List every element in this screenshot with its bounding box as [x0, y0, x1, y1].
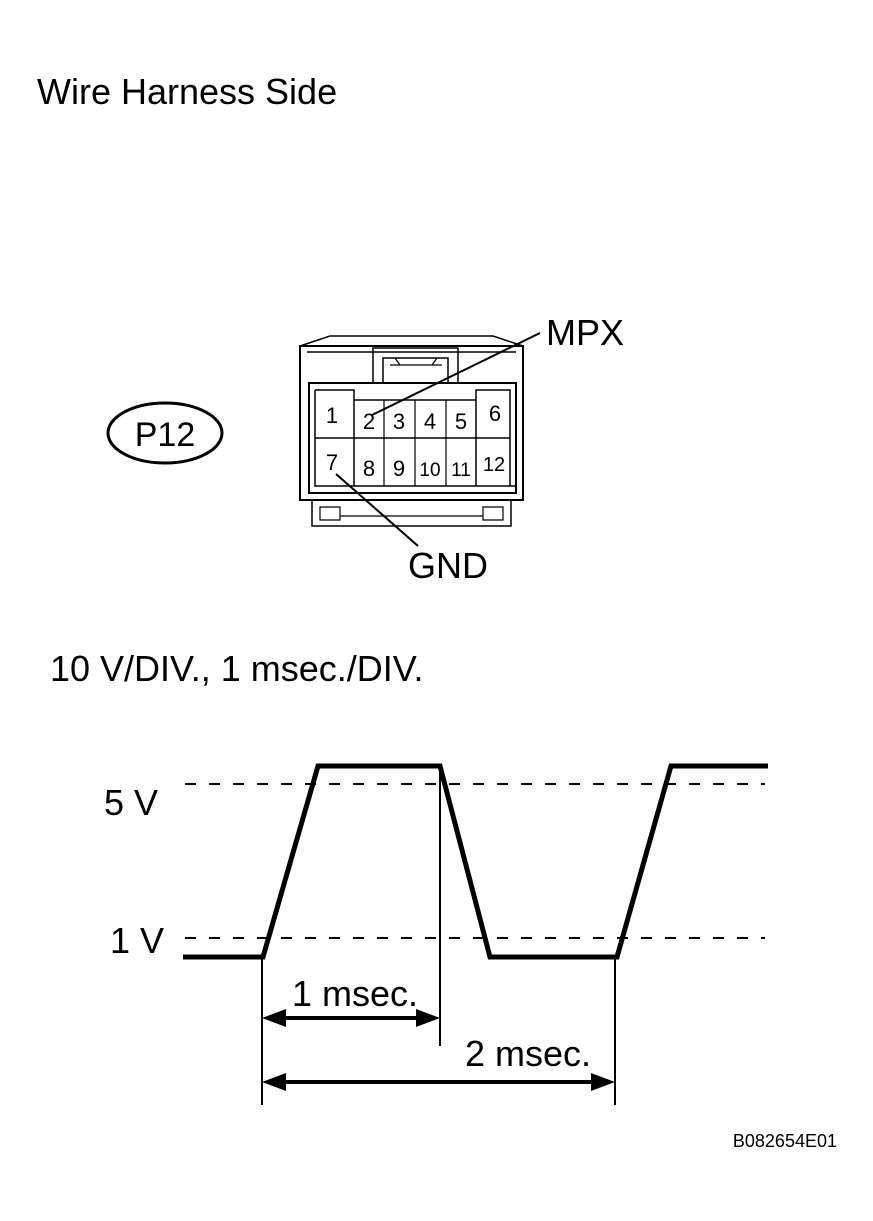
pin-5: 5: [455, 409, 467, 434]
pin-6: 6: [489, 401, 501, 426]
waveform-trace: [183, 763, 768, 960]
figure-code: B082654E01: [733, 1131, 837, 1151]
connector-body: [299, 335, 524, 527]
pin-7: 7: [326, 450, 338, 475]
mpx-label: MPX: [546, 312, 624, 353]
gnd-leader-line: [335, 473, 419, 547]
connector-id: P12: [135, 416, 196, 454]
pin-3: 3: [393, 409, 405, 434]
scope-settings: 10 V/DIV., 1 msec./DIV.: [50, 648, 424, 689]
timing-1ms-arrow: [262, 1009, 440, 1027]
level-low-label: 1 V: [110, 920, 164, 961]
pin-12: 12: [483, 454, 505, 476]
pin-11: 11: [451, 460, 471, 481]
pin-10: 10: [419, 460, 440, 481]
pin-8: 8: [363, 456, 375, 481]
pin-2: 2: [363, 409, 375, 434]
level-high-label: 5 V: [104, 782, 158, 823]
timing-2ms-label: 2 msec.: [465, 1033, 591, 1074]
connector-id-ellipse: [106, 401, 224, 465]
pin-4: 4: [424, 409, 436, 434]
gnd-label: GND: [408, 545, 488, 586]
mpx-leader-line: [371, 332, 541, 416]
pin-1: 1: [326, 403, 338, 428]
pin-9: 9: [393, 456, 405, 481]
title-text: Wire Harness Side: [37, 71, 337, 112]
timing-2ms-arrow: [262, 1073, 615, 1091]
timing-1ms-label: 1 msec.: [292, 973, 418, 1014]
